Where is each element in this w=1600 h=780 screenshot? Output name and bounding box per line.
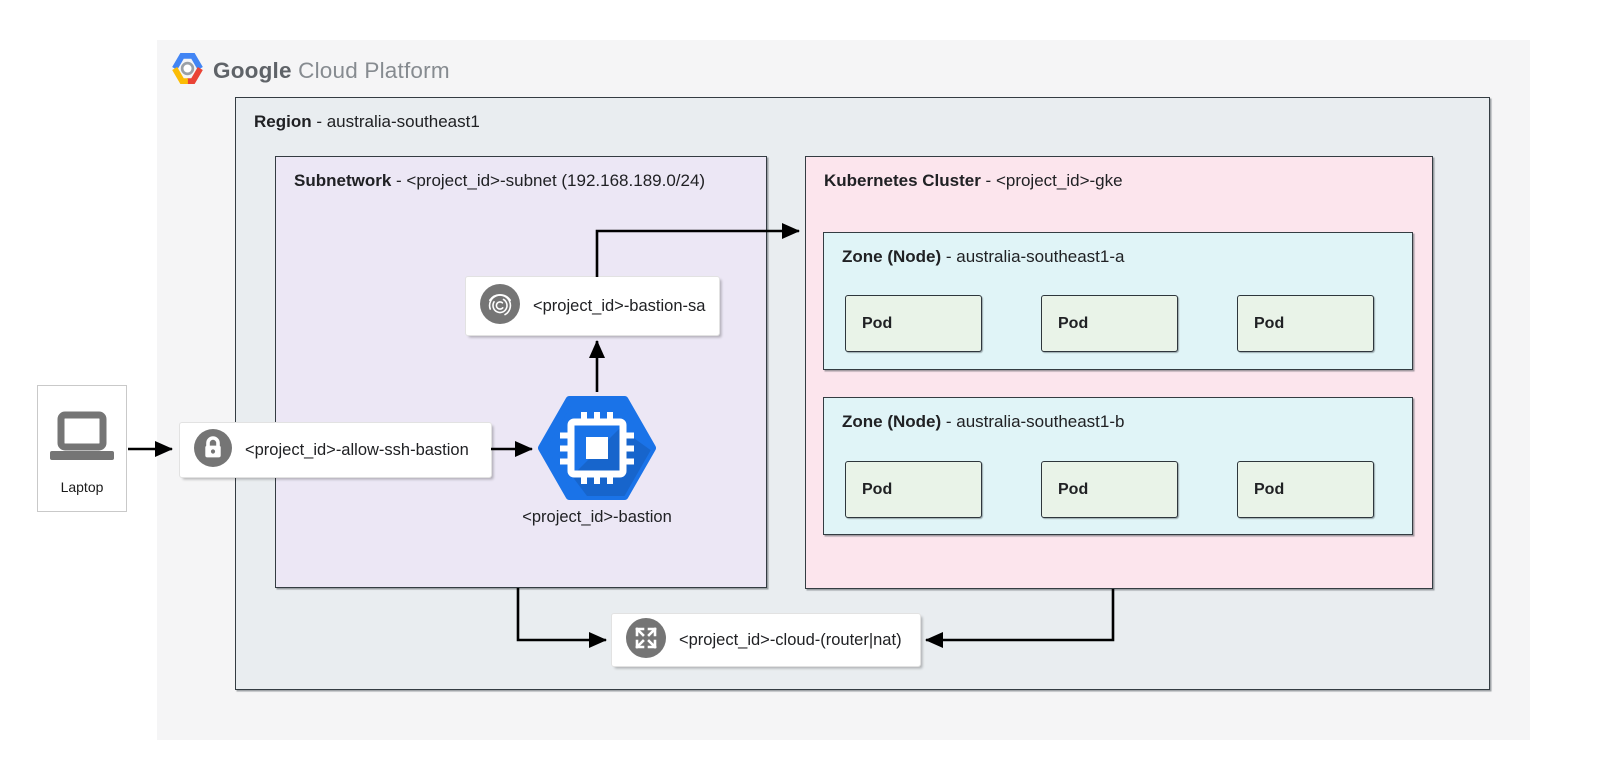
pod-box: Pod xyxy=(1041,295,1178,352)
firewall-rule-label: <project_id>-allow-ssh-bastion xyxy=(245,440,469,459)
pod-label: Pod xyxy=(1058,314,1089,332)
laptop-icon xyxy=(50,410,114,467)
expand-arrows-icon xyxy=(626,617,666,663)
pod-box: Pod xyxy=(1041,461,1178,518)
gcp-logo-text: Google Cloud Platform xyxy=(213,58,450,83)
laptop-node: Laptop xyxy=(37,385,127,512)
compute-engine-icon xyxy=(538,396,656,505)
cloud-router-label: <project_id>-cloud-(router|nat) xyxy=(679,630,902,649)
kubernetes-cluster-label: Kubernetes Cluster - <project_id>-gke xyxy=(824,171,1123,190)
pod-label: Pod xyxy=(862,314,893,332)
pod-label: Pod xyxy=(862,480,893,498)
gcp-logo: Google Cloud Platform xyxy=(172,52,450,89)
service-account-label: <project_id>-bastion-sa xyxy=(533,296,706,315)
pod-label: Pod xyxy=(1058,480,1089,498)
bastion-label: <project_id>-bastion xyxy=(522,508,672,526)
pod-box: Pod xyxy=(1237,461,1374,518)
zone-node-a-label: Zone (Node) - australia-southeast1-a xyxy=(842,247,1125,266)
cloud-router-node: <project_id>-cloud-(router|nat) xyxy=(612,614,920,666)
firewall-rule-node: <project_id>-allow-ssh-bastion xyxy=(180,423,491,477)
lock-icon xyxy=(194,428,232,472)
subnetwork-label: Subnetwork - <project_id>-subnet (192.16… xyxy=(294,171,706,190)
pod-label: Pod xyxy=(1254,480,1285,498)
fingerprint-icon xyxy=(480,283,520,329)
gcp-logo-icon xyxy=(172,52,203,89)
zone-node-a-box: Zone (Node) - australia-southeast1-a Pod… xyxy=(823,232,1413,370)
pod-box: Pod xyxy=(845,295,982,352)
subnetwork-box: Subnetwork - <project_id>-subnet (192.16… xyxy=(275,156,767,588)
pod-box: Pod xyxy=(845,461,982,518)
service-account-node: <project_id>-bastion-sa xyxy=(466,277,719,335)
pod-box: Pod xyxy=(1237,295,1374,352)
zone-node-b-label: Zone (Node) - australia-southeast1-b xyxy=(842,412,1125,431)
laptop-label: Laptop xyxy=(60,479,104,495)
zone-node-b-box: Zone (Node) - australia-southeast1-b Pod… xyxy=(823,397,1413,535)
pod-label: Pod xyxy=(1254,314,1285,332)
region-label: Region - australia-southeast1 xyxy=(254,112,480,131)
